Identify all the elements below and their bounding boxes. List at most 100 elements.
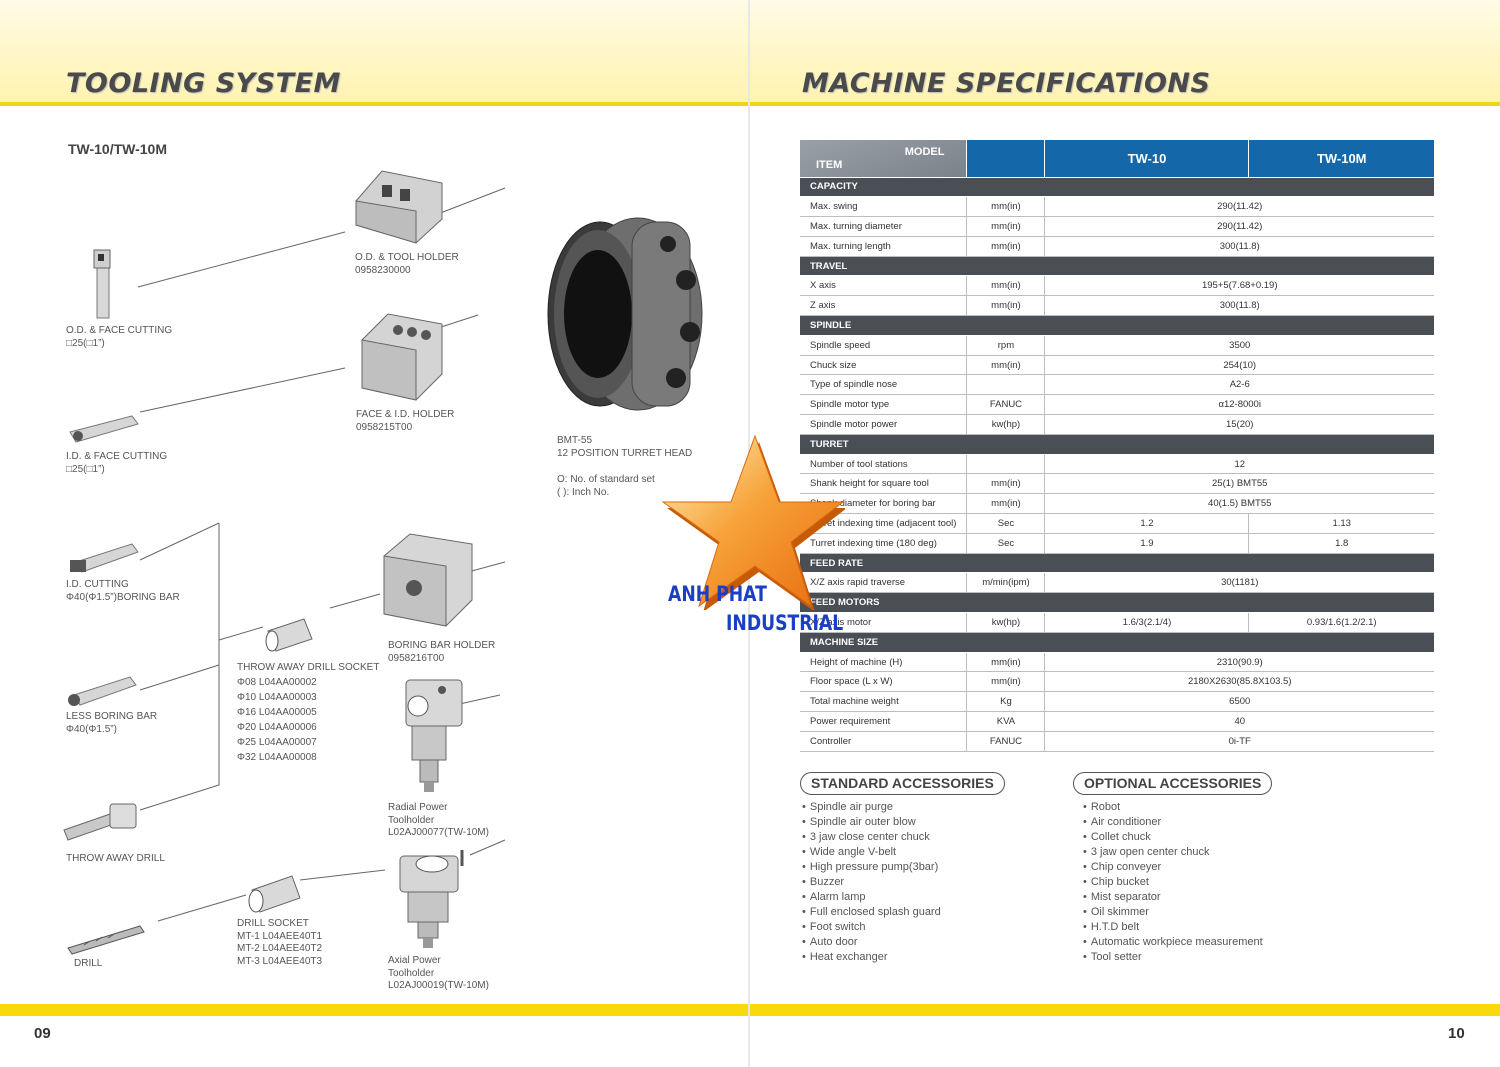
accessory-item: Tool setter xyxy=(1083,950,1263,965)
spec-unit: mm(in) xyxy=(966,295,1045,317)
label-radial-power-toolholder: Radial Power Toolholder L02AJ00077(TW-10… xyxy=(388,802,489,840)
spec-item: Spindle motor power xyxy=(800,414,967,435)
label-line: ( ): Inch No. xyxy=(557,486,610,498)
throw-away-drill-illustration xyxy=(63,803,137,841)
label-legend: O: No. of standard set ( ): Inch No. xyxy=(557,474,655,499)
category-label: SPINDLE xyxy=(800,315,1434,336)
corner-item-label: ITEM xyxy=(816,158,843,171)
accessory-item: Full enclosed splash guard xyxy=(802,905,941,920)
label-line: L02AJ00077(TW-10M) xyxy=(388,827,489,838)
table-header-row: MODEL ITEM TW-10 TW-10M xyxy=(800,140,1434,178)
spec-value-tw10: 1.9 xyxy=(1044,533,1249,554)
spec-item: Chuck size xyxy=(800,355,967,376)
category-row: CAPACITY xyxy=(800,177,1434,198)
accessory-item: Spindle air outer blow xyxy=(802,815,941,830)
spec-unit: Sec xyxy=(966,533,1045,554)
label-line: MT-1 L04AEE40T1 xyxy=(237,930,323,942)
accessory-item: Oil skimmer xyxy=(1083,905,1263,920)
label-line: O.D. & FACE CUTTING xyxy=(66,325,173,336)
spec-unit: Kg xyxy=(966,691,1045,713)
spec-value: 300(11.8) xyxy=(1044,295,1434,317)
table-unit-header xyxy=(966,140,1045,178)
boring-bar-holder-illustration xyxy=(383,533,473,627)
spec-value: 300(11.8) xyxy=(1044,236,1434,257)
accessory-item: Spindle air purge xyxy=(802,800,941,815)
id-cutting-boring-bar-illustration xyxy=(70,543,139,573)
spec-unit: rpm xyxy=(966,335,1045,356)
drill-socket-illustration xyxy=(248,875,301,913)
label-line: Radial Power xyxy=(388,802,448,813)
spec-value: 0i-TF xyxy=(1044,731,1434,752)
accessory-item: Mist separator xyxy=(1083,890,1263,905)
turret-head-illustration xyxy=(547,217,703,411)
spec-value: 254(10) xyxy=(1044,355,1434,376)
spec-unit: mm(in) xyxy=(966,473,1045,495)
label-line: I.D. CUTTING xyxy=(66,579,129,590)
table-col-tw10m: TW-10M xyxy=(1248,140,1434,178)
label-line: 0958216T00 xyxy=(388,652,445,664)
accessory-item: 3 jaw open center chuck xyxy=(1083,845,1263,860)
spec-value-tw10m: 0.93/1.6(1.2/2.1) xyxy=(1248,612,1434,633)
spec-value-tw10: 1.2 xyxy=(1044,513,1249,534)
table-corner-cell: MODEL ITEM xyxy=(800,140,967,178)
header-band xyxy=(0,0,750,104)
face-id-holder-illustration xyxy=(361,313,443,401)
left-page: TOOLING SYSTEM TW-10/TW-10M xyxy=(0,0,750,1042)
table-row: Height of machine (H)mm(in)2310(90.9) xyxy=(800,652,1434,673)
label-line: BORING BAR HOLDER xyxy=(388,640,496,651)
label-od-face-cutting: O.D. & FACE CUTTING □25(□1”) xyxy=(66,325,172,350)
spec-value: 3500 xyxy=(1044,335,1434,356)
label-line: DRILL xyxy=(74,958,103,969)
spec-item: Power requirement xyxy=(800,711,967,732)
spec-unit: mm(in) xyxy=(966,196,1045,218)
table-row: Floor space (L x W)mm(in)2180X2630(85.8X… xyxy=(800,671,1434,693)
category-row: FEED MOTORS xyxy=(800,592,1434,614)
drill-illustration xyxy=(67,925,145,955)
optional-accessories-title: OPTIONAL ACCESSORIES xyxy=(1073,772,1273,795)
accessory-item: 3 jaw close center chuck xyxy=(802,830,941,845)
label-drill-socket: DRILL SOCKET MT-1 L04AEE40T1 MT-2 L04AEE… xyxy=(237,918,322,968)
accessory-item: Collet chuck xyxy=(1083,830,1263,845)
page-title: TOOLING SYSTEM xyxy=(66,68,341,99)
spec-value: A2-6 xyxy=(1044,374,1434,396)
label-od-tool-holder: O.D. & TOOL HOLDER 0958230000 xyxy=(355,252,459,277)
header-band xyxy=(750,0,1500,104)
label-id-face-cutting: I.D. & FACE CUTTING □25(□1”) xyxy=(66,451,167,476)
spec-unit: FANUC xyxy=(966,394,1045,416)
label-line: Toolholder xyxy=(388,967,435,979)
accessory-item: High pressure pump(3bar) xyxy=(802,860,941,875)
spec-item: Max. turning length xyxy=(800,236,967,257)
label-line: Φ10 L04AA00003 xyxy=(237,692,317,703)
category-row: SPINDLE xyxy=(800,315,1434,336)
accessory-item: Chip bucket xyxy=(1083,875,1263,890)
accessory-item: Chip conveyer xyxy=(1083,860,1263,875)
label-throw-away-drill: THROW AWAY DRILL xyxy=(66,853,165,866)
spec-item: Turret indexing time (180 deg) xyxy=(800,533,967,554)
spec-value: 2180X2630(85.8X103.5) xyxy=(1044,671,1434,693)
category-label: TURRET xyxy=(800,434,1434,455)
id-face-cutting-tool-illustration xyxy=(69,415,139,443)
spec-unit: Sec xyxy=(966,513,1045,534)
spec-item: Floor space (L x W) xyxy=(800,671,967,693)
label-line: L02AJ00019(TW-10M) xyxy=(388,980,489,991)
throw-away-drill-socket-illustration xyxy=(265,618,313,652)
label-line: I.D. & FACE CUTTING xyxy=(66,451,168,462)
label-line: DRILL SOCKET xyxy=(237,918,309,929)
label-line: Φ16 L04AA00005 xyxy=(237,707,317,718)
spec-item: Controller xyxy=(800,731,967,752)
spec-unit: mm(in) xyxy=(966,275,1045,297)
spec-unit: mm(in) xyxy=(966,652,1045,673)
label-line: Φ40(Φ1.5”)BORING BAR xyxy=(66,591,180,603)
spec-item: X/Z axis rapid traverse xyxy=(800,572,967,594)
category-label: FEED RATE xyxy=(800,553,1434,574)
label-line: THROW AWAY DRILL SOCKET xyxy=(237,662,380,673)
spec-value-tw10: 1.6/3(2.1/4) xyxy=(1044,612,1249,633)
header-rule xyxy=(0,102,750,106)
